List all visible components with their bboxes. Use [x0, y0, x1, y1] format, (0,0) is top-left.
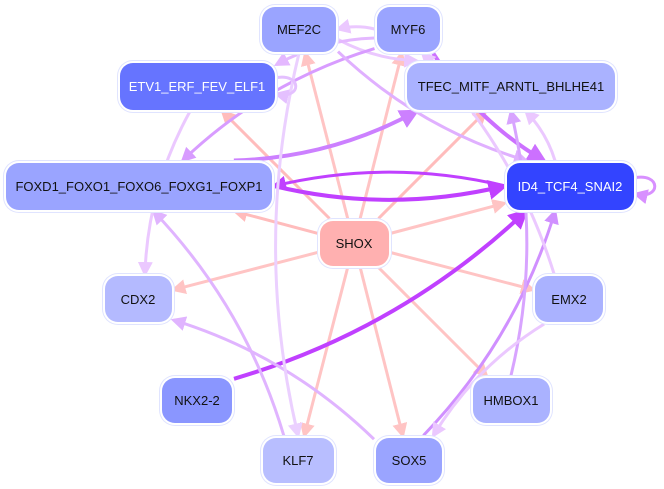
edge-myf6-to-mef2c: [335, 18, 375, 34]
edge-shox-to-cdx2: [170, 251, 318, 295]
node-nkx2-2[interactable]: NKX2-2: [162, 377, 232, 423]
edge-klf7-to-foxd1: [151, 209, 286, 436]
node-shox[interactable]: SHOX: [319, 220, 389, 266]
edge-etv1-to-etv1: [273, 75, 298, 104]
node-tfec[interactable]: TFEC_MITF_ARNTL_BHLHE41: [407, 62, 615, 110]
node-emx2[interactable]: EMX2: [535, 276, 603, 322]
node-label: FOXD1_FOXO1_FOXO6_FOXG1_FOXP1: [15, 178, 263, 194]
edge-shox-to-id4: [390, 199, 508, 235]
node-label: SHOX: [335, 235, 373, 251]
node-label: MYF6: [390, 21, 426, 37]
edge-shox-to-tfec: [377, 109, 488, 220]
edge-foxd1-to-tfec: [233, 109, 420, 163]
edge-shox-to-klf7: [300, 267, 350, 439]
edge-id4-to-foxd1: [271, 170, 505, 191]
edge-mef2c-to-klf7: [274, 53, 303, 439]
node-sox5[interactable]: SOX5: [376, 437, 442, 483]
node-foxd1[interactable]: FOXD1_FOXO1_FOXO6_FOXG1_FOXP1: [6, 162, 272, 210]
edge-emx2-to-sox5: [431, 322, 545, 439]
edge-mef2c-to-tfec: [337, 38, 420, 68]
edge-shox-to-sox5: [358, 267, 408, 439]
node-id4[interactable]: ID4_TCF4_SNAI2: [506, 162, 634, 210]
node-label: ID4_TCF4_SNAI2: [517, 178, 623, 194]
edge-shox-to-hmbox1: [377, 266, 489, 378]
edge-id4-to-id4: [632, 175, 657, 204]
node-label: ETV1_ERF_FEV_ELF1: [128, 78, 266, 94]
node-mef2c[interactable]: MEF2C: [262, 6, 336, 52]
edge-shox-to-etv1: [220, 109, 331, 220]
node-label: MEF2C: [276, 21, 322, 37]
edge-foxd1-to-id4: [273, 180, 509, 202]
node-label: EMX2: [551, 291, 587, 307]
edge-shox-to-emx2: [390, 251, 536, 294]
edge-sox5-to-cdx2: [170, 316, 376, 441]
node-etv1[interactable]: ETV1_ERF_FEV_ELF1: [119, 62, 275, 110]
node-label: KLF7: [282, 452, 314, 468]
node-label: SOX5: [391, 452, 427, 468]
node-label: CDX2: [120, 291, 156, 307]
node-klf7[interactable]: KLF7: [262, 437, 334, 483]
node-cdx2[interactable]: CDX2: [104, 276, 172, 322]
node-label: NKX2-2: [174, 392, 220, 408]
edge-id4-to-tfec: [523, 109, 557, 161]
node-hmbox1[interactable]: HMBOX1: [472, 377, 550, 423]
node-myf6[interactable]: MYF6: [376, 6, 440, 52]
node-label: TFEC_MITF_ARNTL_BHLHE41: [417, 78, 605, 94]
node-label: HMBOX1: [483, 392, 539, 408]
